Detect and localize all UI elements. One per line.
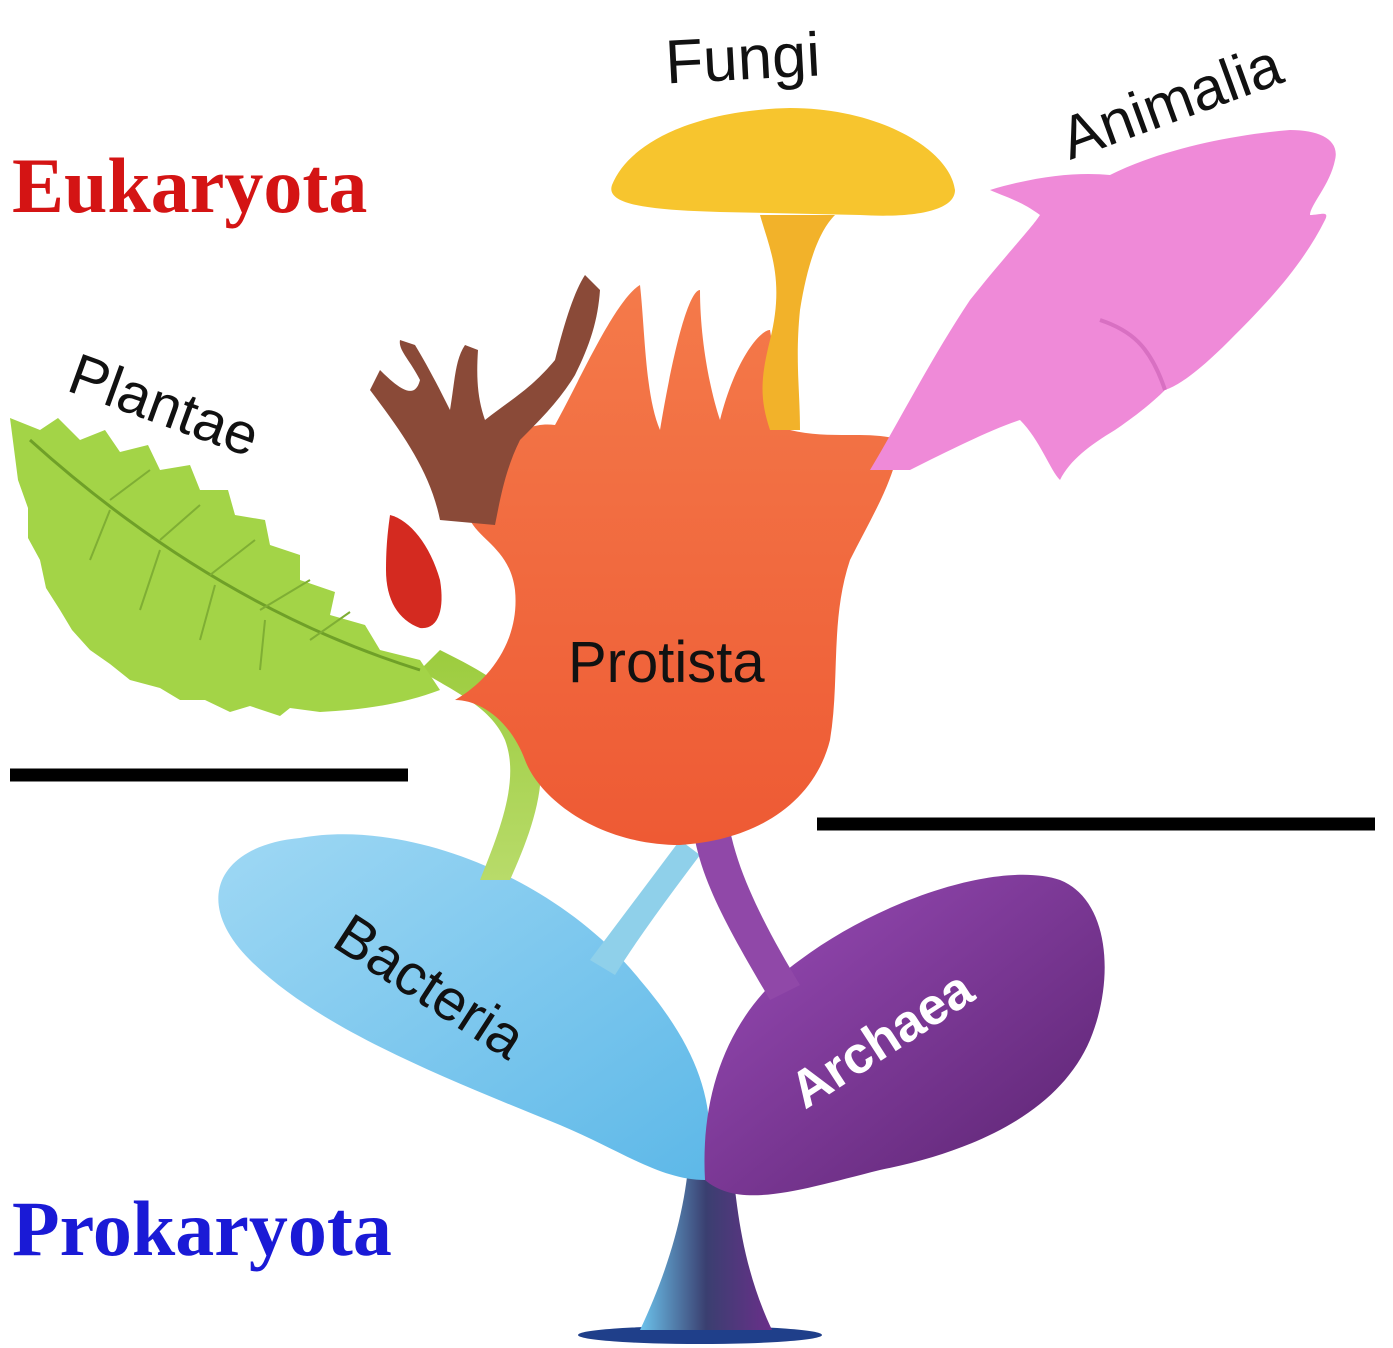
archaea-protista-connector	[695, 830, 800, 1000]
leaf-icon	[10, 418, 440, 716]
bacteria-protista-connector	[590, 840, 700, 975]
fungi-label: Fungi	[663, 20, 821, 97]
red-bud-icon	[386, 515, 442, 628]
prokaryota-label: Prokaryota	[12, 1185, 392, 1272]
eukaryota-label: Eukaryota	[12, 142, 367, 229]
protista-label: Protista	[568, 630, 765, 695]
mushroom-icon	[611, 108, 955, 430]
